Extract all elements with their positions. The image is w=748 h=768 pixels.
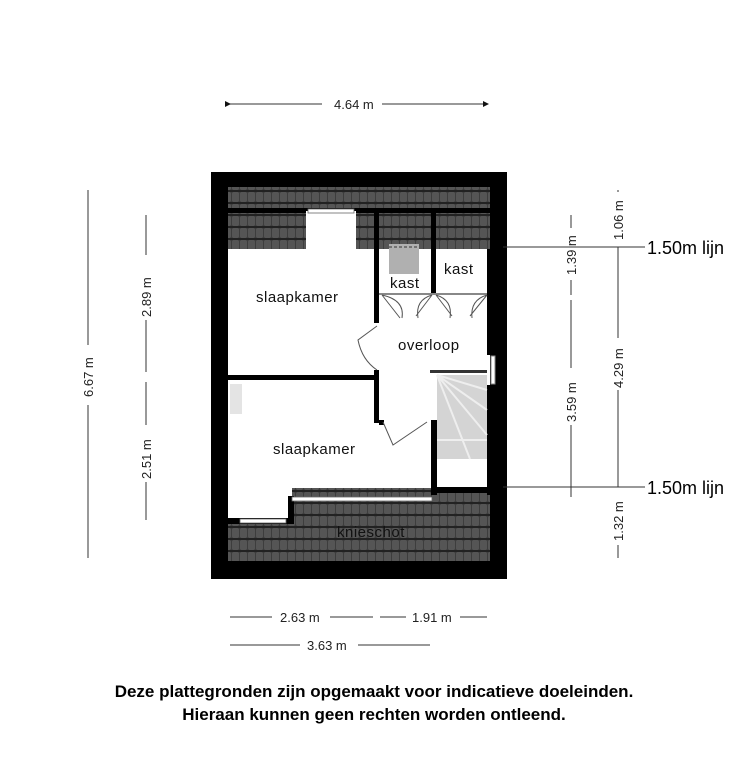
dimension-left-lower: 2.51 m [139, 439, 154, 479]
dimension-bottom-left: 2.63 m [280, 610, 320, 625]
dimension-left-upper: 2.89 m [139, 277, 154, 317]
room-label-overloop: overloop [398, 337, 460, 354]
doors[interactable] [357, 294, 488, 446]
radiator [230, 384, 242, 414]
roof-tiles-bottom [228, 487, 490, 561]
dimension-right-outer-bottom: 1.32 m [611, 501, 626, 541]
staircase[interactable] [430, 355, 496, 460]
dimension-right [503, 190, 645, 558]
room-label-kast-left: kast [390, 275, 420, 292]
room-label-knieschot: knieschot [337, 524, 405, 541]
disclaimer-line-1: Deze plattegronden zijn opgemaakt voor i… [114, 682, 634, 701]
dimension-right-outer-top: 1.06 m [611, 200, 626, 240]
height-line-upper-label: 1.50m lijn [647, 238, 724, 258]
kast-shelf [389, 244, 419, 274]
dimension-left-total: 6.67 m [81, 357, 96, 397]
disclaimer-line-2: Hieraan kunnen geen rechten worden ontle… [182, 705, 566, 724]
room-label-slaapkamer-top: slaapkamer [256, 289, 339, 306]
roof-tiles-top [228, 187, 490, 251]
room-label-kast-right: kast [444, 261, 474, 278]
height-line-lower-label: 1.50m lijn [647, 478, 724, 498]
dimension-right-outer-mid: 4.29 m [611, 348, 626, 388]
dimension-top-label: 4.64 m [334, 97, 374, 112]
dimension-bottom-total: 3.63 m [307, 638, 347, 653]
dimension-right-inner-top: 1.39 m [564, 235, 579, 275]
dimension-right-inner-mid: 3.59 m [564, 382, 579, 422]
dimension-bottom-right: 1.91 m [412, 610, 452, 625]
room-label-slaapkamer-bottom: slaapkamer [273, 441, 356, 458]
dimension-bottom [230, 616, 487, 646]
interior-walls [228, 213, 503, 495]
dimension-left [87, 190, 147, 558]
